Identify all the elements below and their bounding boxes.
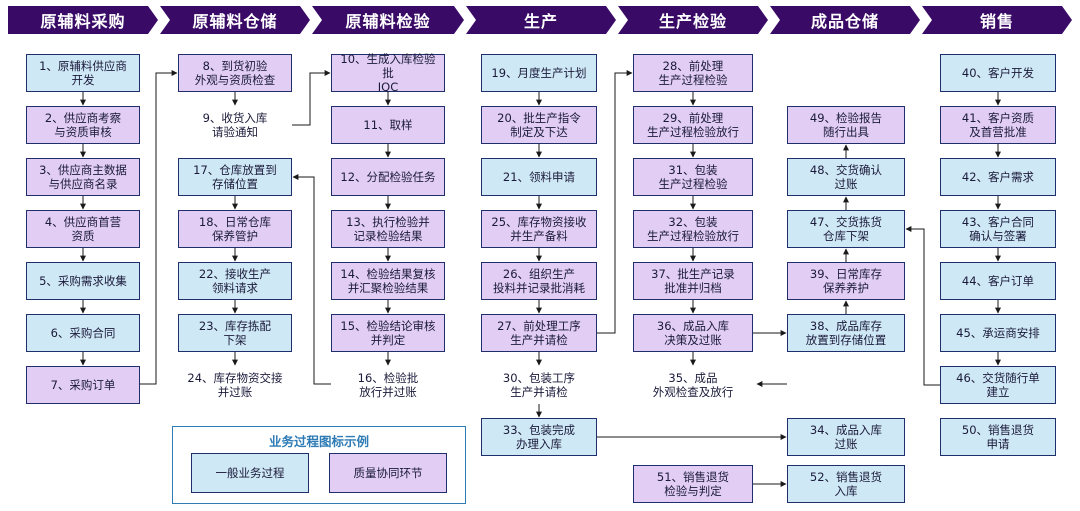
step-52: 52、销售退货 入库: [787, 465, 905, 503]
step-19: 19、月度生产计划: [481, 54, 597, 92]
step-50: 50、销售退货 申请: [940, 418, 1056, 456]
step-1: 1、原辅料供应商 开发: [26, 54, 140, 92]
step-20: 20、批生产指令 制定及下达: [481, 106, 597, 144]
step-42: 42、客户需求: [940, 158, 1056, 196]
arrow-16-17: [292, 174, 331, 385]
step-25: 25、库存物资接收 并生产备料: [481, 210, 597, 248]
lane-header-3: 原辅料检验: [312, 6, 464, 34]
legend-normal-swatch: 一般业务过程: [191, 453, 309, 493]
step-21: 21、领料申请: [481, 158, 597, 196]
step-39: 39、日常库存 保养养护: [787, 262, 905, 300]
step-32: 32、包装 生产过程检验放行: [633, 210, 753, 248]
lane-header-7: 销售: [922, 6, 1072, 34]
step-29: 29、前处理 生产过程检验放行: [633, 106, 753, 144]
step-38: 38、成品库存 放置到存储位置: [787, 314, 905, 352]
step-47: 47、交货拣货 仓库下架: [787, 210, 905, 248]
step-2: 2、供应商考察 与资质审核: [26, 106, 140, 144]
lane-header-6: 成品仓储: [770, 6, 920, 34]
step-41: 41、客户资质 及首营批准: [940, 106, 1056, 144]
step-35: 35、成品 外观检查及放行: [652, 371, 734, 399]
step-6: 6、采购合同: [26, 314, 140, 352]
lane-header-5: 生产检验: [618, 6, 768, 34]
step-49: 49、检验报告 随行出具: [787, 106, 905, 144]
step-33: 33、包装完成 办理入库: [481, 418, 597, 456]
step-46: 46、交货随行单 建立: [940, 366, 1056, 404]
step-44: 44、客户订单: [940, 262, 1056, 300]
step-7: 7、采购订单: [26, 366, 140, 404]
lane-header-1: 原辅料采购: [8, 6, 158, 34]
step-13: 13、执行检验并 记录检验结果: [331, 210, 445, 248]
step-34: 34、成品入库 过账: [787, 418, 905, 456]
step-31: 31、包装 生产过程检验: [633, 158, 753, 196]
step-51: 51、销售退货 检验与判定: [633, 465, 753, 503]
step-9: 9、收货入库 请验通知: [202, 111, 268, 139]
step-4: 4、供应商首营 资质: [26, 210, 140, 248]
step-10: 10、生成入库检验批 IQC: [331, 52, 445, 94]
step-28: 28、前处理 生产过程检验: [633, 54, 753, 92]
step-40: 40、客户开发: [940, 54, 1056, 92]
step-15: 15、检验结论审核 并判定: [331, 314, 445, 352]
legend-panel: 业务过程图标示例 一般业务过程 质量协同环节: [172, 426, 466, 504]
step-48: 48、交货确认 过账: [787, 158, 905, 196]
lane-header-2: 原辅料仓储: [160, 6, 310, 34]
step-24: 24、库存物资交接 并过账: [187, 371, 283, 399]
lane-header-4: 生产: [466, 6, 616, 34]
step-17: 17、仓库放置到 存储位置: [178, 158, 292, 196]
step-43: 43、客户合同 确认与签署: [940, 210, 1056, 248]
step-36: 36、成品入库 决策及过账: [633, 314, 753, 352]
step-18: 18、日常仓库 保养管护: [178, 210, 292, 248]
step-8: 8、到货初验 外观与资质检查: [178, 54, 292, 92]
step-3: 3、供应商主数据 与供应商名录: [26, 158, 140, 196]
step-5: 5、采购需求收集: [26, 262, 140, 300]
step-30: 30、包装工序 生产并请检: [502, 371, 576, 399]
step-22: 22、接收生产 领料请求: [178, 262, 292, 300]
arrow-7-8: [140, 70, 178, 385]
step-11: 11、取样: [331, 106, 445, 144]
step-23: 23、库存拣配 下架: [178, 314, 292, 352]
step-27: 27、前处理工序 生产并请检: [481, 314, 597, 352]
legend-title: 业务过程图标示例: [268, 434, 369, 449]
arrow-9-10: [292, 70, 331, 126]
step-45: 45、承运商安排: [940, 314, 1056, 352]
arrow-46-47: [905, 226, 940, 386]
step-12: 12、分配检验任务: [331, 158, 445, 196]
step-16: 16、检验批 放行并过账: [357, 371, 419, 399]
step-37: 37、批生产记录 批准并归档: [633, 262, 753, 300]
arrow-27-28: [597, 70, 633, 334]
step-26: 26、组织生产 投料并记录批消耗: [481, 262, 597, 300]
legend-quality-swatch: 质量协同环节: [329, 453, 447, 493]
step-14: 14、检验结果复核 并汇聚检验结果: [331, 262, 445, 300]
